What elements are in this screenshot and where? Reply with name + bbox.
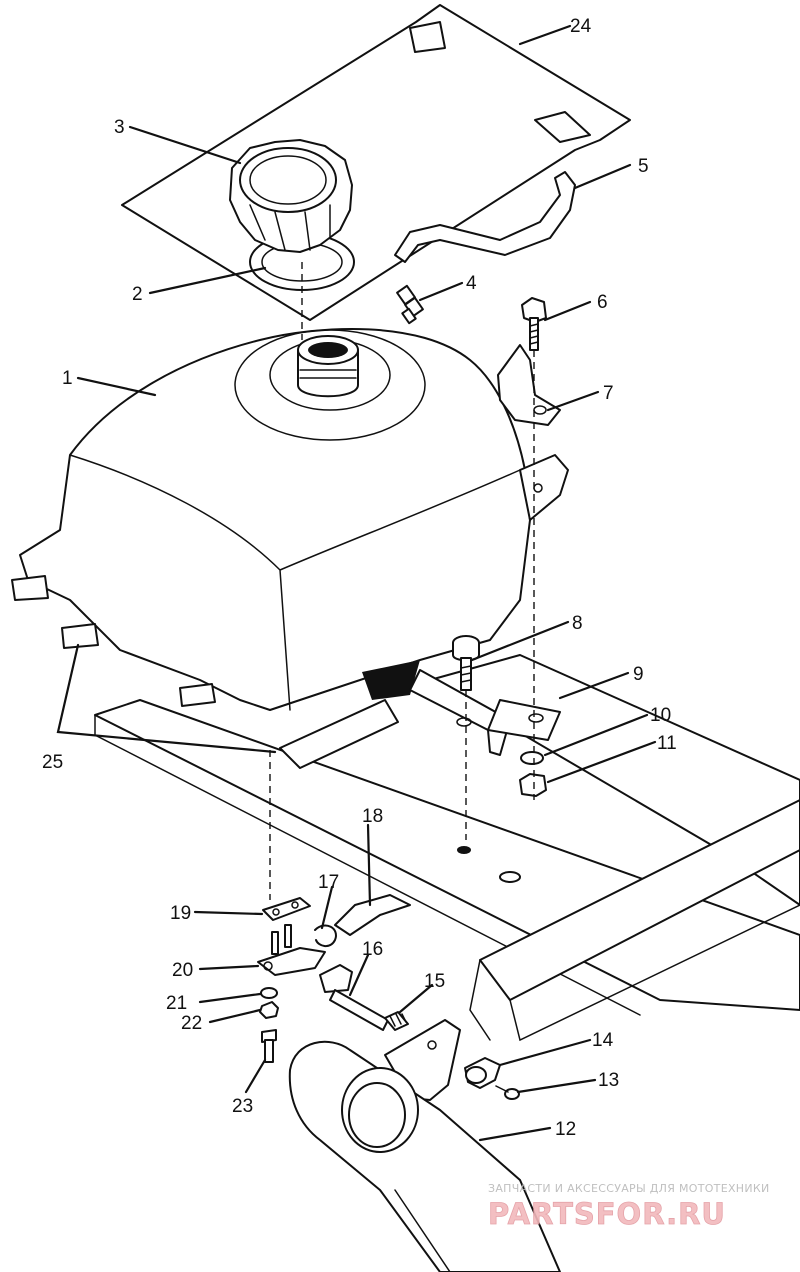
frame-tube: [288, 1040, 561, 1272]
seat-plate: [121, 4, 631, 321]
watermark: ЗАПЧАСТИ И АКСЕССУАРЫ ДЛЯ МОТОТЕХНИКИ PA…: [488, 1182, 770, 1231]
fuel-tank: [11, 327, 569, 711]
callout-21: 21: [166, 993, 187, 1014]
callout-10: 10: [650, 705, 671, 726]
callout-19: 19: [170, 903, 191, 924]
fuel-line: [334, 894, 411, 936]
callout-labels: 1 2 3 4 5 6 7 8 9 10 11 12 13 14 15 16 1…: [42, 16, 677, 1140]
callout-15: 15: [424, 971, 445, 992]
nut: [519, 773, 547, 797]
watermark-brand: PARTSFOR.RU: [488, 1197, 726, 1231]
callout-25: 25: [42, 752, 63, 773]
callout-23: 23: [232, 1096, 253, 1117]
fuel-cap: [229, 139, 353, 253]
callout-18: 18: [362, 806, 383, 827]
valve-knob: [464, 1057, 501, 1089]
watermark-tagline: ЗАПЧАСТИ И АКСЕССУАРЫ ДЛЯ МОТОТЕХНИКИ: [488, 1182, 770, 1195]
callout-6: 6: [597, 292, 608, 313]
callout-11: 11: [657, 733, 677, 754]
bracket-bolt: [521, 297, 547, 351]
callout-24: 24: [570, 16, 592, 37]
washer: [520, 751, 544, 765]
leader-lines: [56, 24, 657, 1142]
hose-fitting: [396, 284, 424, 325]
callout-2: 2: [132, 284, 143, 305]
callout-4: 4: [466, 273, 477, 294]
callout-12: 12: [555, 1119, 576, 1140]
tank-pad: [279, 699, 399, 769]
callout-22: 22: [181, 1013, 202, 1034]
callout-17: 17: [318, 872, 339, 893]
callout-7: 7: [603, 383, 614, 404]
frame: [94, 654, 800, 1042]
knob-screw: [495, 1085, 520, 1100]
callout-3: 3: [114, 117, 125, 138]
mount-bracket: [409, 669, 561, 756]
frame-hole: [499, 871, 521, 883]
callout-16: 16: [362, 939, 383, 960]
assembly-lines: [269, 262, 535, 900]
callout-8: 8: [572, 613, 583, 634]
callout-9: 9: [633, 664, 644, 685]
callout-1: 1: [62, 368, 73, 389]
callout-13: 13: [598, 1070, 619, 1091]
pad-shadow: [362, 660, 420, 700]
callout-20: 20: [172, 960, 193, 981]
tank-bracket: [497, 344, 561, 426]
frame-nut-hole: [457, 846, 471, 854]
callout-5: 5: [638, 156, 649, 177]
vent-hose: [394, 171, 576, 263]
callout-14: 14: [592, 1030, 614, 1051]
fuel-valve-assembly: [257, 897, 389, 1063]
